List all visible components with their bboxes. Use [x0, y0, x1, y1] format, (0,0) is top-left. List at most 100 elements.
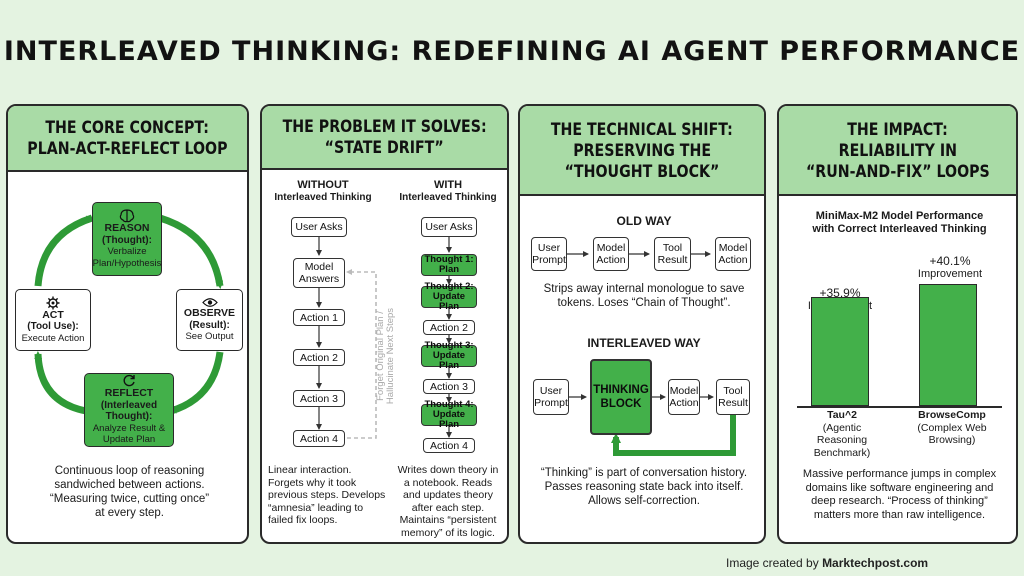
credit-brand: Marktechpost.com — [822, 556, 929, 570]
old-flow-step: Model Action — [715, 237, 751, 271]
drift-annotation: Forget Original Plan / Hallucinate Next … — [375, 266, 396, 446]
old-way-description: Strips away internal monologue to save t… — [520, 282, 764, 310]
panel-header: THE IMPACT: RELIABILITY IN “RUN-AND-FIX”… — [779, 106, 1016, 196]
reflect-node: REFLECT (Interleaved Thought): Analyze R… — [84, 373, 174, 447]
description-line: a notebook. Reads — [403, 476, 493, 489]
description-line: Allows self-correction. — [588, 495, 700, 507]
with-subtitle: Interleaved Thinking — [399, 192, 497, 203]
panel-problem: THE PROBLEM IT SOLVES: “STATE DRIFT” WIT… — [260, 104, 509, 544]
reflect-title: REFLECT — [104, 387, 154, 400]
bar-tau2 — [811, 296, 869, 406]
thought-step: Thought 2: Update Plan — [421, 282, 477, 312]
description-line: “Measuring twice, cutting once” — [49, 493, 210, 505]
page-title: INTERLEAVED THINKING: REDEFINING AI AGEN… — [3, 36, 1021, 67]
category-label: Tau^2 (Agentic Reasoning Benchmark) — [797, 409, 887, 459]
with-title: WITH — [433, 179, 463, 191]
old-flow-step: Model Action — [593, 237, 629, 271]
description-line: Continuous loop of reasoning — [54, 465, 205, 477]
thought-step: Thought 4: Update Plan — [421, 400, 477, 430]
act-desc: Execute Action — [21, 332, 85, 344]
old-way-title: OLD WAY — [616, 214, 672, 228]
description-line: matters more than raw intelligence. — [813, 508, 986, 521]
eye-icon — [201, 298, 218, 308]
reason-node: REASON (Thought): Verbalize Plan/Hypothe… — [92, 202, 162, 276]
without-title: WITHOUT — [297, 179, 349, 191]
panel-heading-line: “THOUGHT BLOCK” — [564, 161, 720, 181]
chart-title-line: with Correct Interleaved Thinking — [812, 223, 987, 235]
loop-arrow-reason-observe — [158, 214, 224, 289]
left-step: Action 2 — [293, 349, 345, 366]
panel-heading-line: THE CORE CONCEPT: — [45, 118, 210, 137]
right-step: Action 3 — [423, 379, 475, 394]
description-line: Maintains “persistent — [399, 514, 497, 526]
shift-arrows — [567, 251, 736, 456]
description-line: and updates theory — [403, 489, 493, 501]
panel-header: THE CORE CONCEPT: PLAN-ACT-REFLECT LOOP — [8, 106, 247, 172]
chart-title: MiniMax-M2 Model Performance with Correc… — [779, 210, 1016, 236]
panel-heading-line: RELIABILITY IN — [838, 140, 957, 160]
reflect-desc: Update Plan — [102, 434, 156, 446]
thought-step: Thought 3: Update Plan — [421, 341, 477, 371]
category-name: Tau^2 — [827, 409, 857, 421]
category-label: BrowseComp (Complex Web Browsing) — [907, 409, 997, 447]
panel-heading-line: PLAN-ACT-REFLECT LOOP — [27, 139, 228, 158]
panel-heading-line: THE TECHNICAL SHIFT: — [550, 119, 734, 139]
right-step: Action 2 — [423, 320, 475, 335]
description-line: “Thinking” is part of conversation histo… — [540, 467, 748, 479]
panel-core-concept: THE CORE CONCEPT: PLAN-ACT-REFLECT LOOP … — [6, 104, 249, 544]
impact-description: Massive performance jumps in complex dom… — [781, 468, 1016, 522]
panel-heading-line: “STATE DRIFT” — [324, 138, 445, 157]
loop-arrow-reflect-act — [34, 351, 87, 415]
old-flow-step: Tool Result — [654, 237, 691, 271]
core-concept-description: Continuous loop of reasoning sandwiched … — [12, 464, 247, 520]
description-line: Passes reasoning state back into itself. — [544, 481, 744, 493]
panel-heading-line: PRESERVING THE — [573, 140, 711, 160]
left-step: Action 4 — [293, 430, 345, 447]
category-name: BrowseComp — [918, 409, 986, 421]
gear-icon — [46, 296, 60, 310]
interleaved-description: “Thinking” is part of conversation histo… — [520, 466, 764, 508]
reason-title: REASON — [104, 222, 150, 234]
description-line: domains like software engineering and — [805, 481, 994, 494]
description-line: after each step. — [411, 501, 485, 514]
old-flow-step: User Prompt — [531, 237, 567, 271]
brain-icon — [119, 209, 135, 223]
drift-line: Hallucinate Next Steps — [385, 307, 396, 405]
observe-title: OBSERVE — [183, 307, 236, 320]
description-line: Writes down theory in — [397, 464, 499, 476]
reason-desc: Plan/Hypothesis — [92, 257, 162, 269]
description-line: at every step. — [94, 507, 165, 519]
panel-heading-line: THE PROBLEM IT SOLVES: — [282, 117, 487, 136]
act-node: ACT (Tool Use): Execute Action — [15, 289, 91, 351]
act-title: ACT — [42, 308, 64, 321]
description-line: memory” of its logic. — [401, 526, 495, 539]
description-line: failed fix loops. — [268, 514, 338, 526]
reflect-desc: Analyze Result & — [92, 422, 166, 434]
observe-desc: See Output — [185, 331, 234, 343]
description-line: Linear interaction. — [268, 464, 352, 476]
description-line: “amnesia” leading to — [268, 501, 364, 514]
act-label: (Tool Use): — [27, 321, 79, 333]
panel-header: THE TECHNICAL SHIFT: PRESERVING THE “THO… — [520, 106, 764, 196]
observe-label: (Result): — [189, 319, 230, 331]
panel-heading-line: “RUN-AND-FIX” LOOPS — [805, 161, 990, 181]
left-step: Action 1 — [293, 309, 345, 326]
new-flow-step: Tool Result — [716, 379, 750, 415]
loop-arrow-observe-reflect — [168, 351, 224, 415]
bar-value-label: +40.1% — [929, 254, 971, 268]
panel-heading-line: THE IMPACT: — [847, 119, 948, 139]
left-step: Model Answers — [293, 258, 345, 288]
thinking-block: THINKING BLOCK — [590, 359, 652, 435]
impact-bar-chart: +35.9% Improvement +40.1% Improvement Ta… — [779, 106, 1016, 542]
problem-arrows — [316, 237, 452, 439]
bar-browsecomp — [919, 284, 977, 406]
category-note: (Complex Web Browsing) — [917, 421, 987, 447]
left-step: Action 3 — [293, 390, 345, 407]
panel-impact: THE IMPACT: RELIABILITY IN “RUN-AND-FIX”… — [777, 104, 1018, 544]
without-description: Linear interaction. Forgets why it took … — [264, 464, 388, 527]
description-line: sandwiched between actions. — [54, 479, 205, 491]
description-line: tokens. Loses “Chain of Thought”. — [557, 297, 731, 309]
loop-arrows — [34, 214, 224, 415]
panel-header: THE PROBLEM IT SOLVES: “STATE DRIFT” — [262, 106, 507, 170]
bar-value-label: +35.9% — [819, 286, 861, 300]
